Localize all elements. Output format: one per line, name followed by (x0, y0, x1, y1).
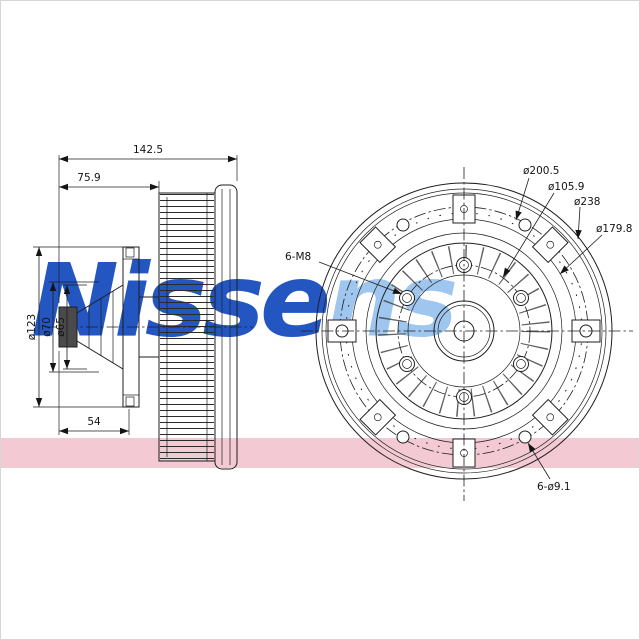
dim-label-flange-dia: ø123 (26, 314, 38, 340)
callout-hole-spec: 6-ø9.1 (537, 481, 571, 493)
dim-hub-dia: ø70 (41, 281, 99, 373)
front-mount-holes (335, 218, 593, 444)
front-view: ø200.5 ø105.9 ø238 ø179.8 6-M8 6-ø9.1 (285, 165, 633, 501)
dim-label-bearing-length: 75.9 (77, 172, 100, 184)
front-m8-bolts (399, 257, 529, 405)
dim-pilot-dia: ø65 (55, 284, 87, 370)
dim-label-shaft-length: 54 (87, 416, 101, 428)
dim-label-pilot-dia: ø65 (55, 317, 67, 337)
dim-shaft-length: 54 (58, 351, 130, 435)
dim-label-overall-width: 142.5 (133, 144, 163, 156)
callout-hub-circle-dia: ø105.9 (548, 181, 584, 193)
callout-thread-spec: 6-M8 (285, 251, 311, 263)
front-callouts: ø200.5 ø105.9 ø238 ø179.8 6-M8 6-ø9.1 (285, 165, 632, 493)
side-view: 142.5 75.9 ø123 ø70 (26, 144, 253, 470)
dim-bearing-length: 75.9 (59, 172, 160, 193)
dim-label-hub-dia: ø70 (41, 317, 53, 337)
bearing-cap (214, 184, 238, 470)
dim-overall-width: 142.5 (58, 144, 238, 303)
fin-drum (158, 192, 216, 462)
callout-outer-dia: ø238 (574, 196, 600, 208)
callout-inner-ring-dia: ø179.8 (596, 223, 632, 235)
dim-flange-dia: ø123 (26, 246, 123, 408)
callout-bolt-circle-dia: ø200.5 (523, 165, 559, 177)
